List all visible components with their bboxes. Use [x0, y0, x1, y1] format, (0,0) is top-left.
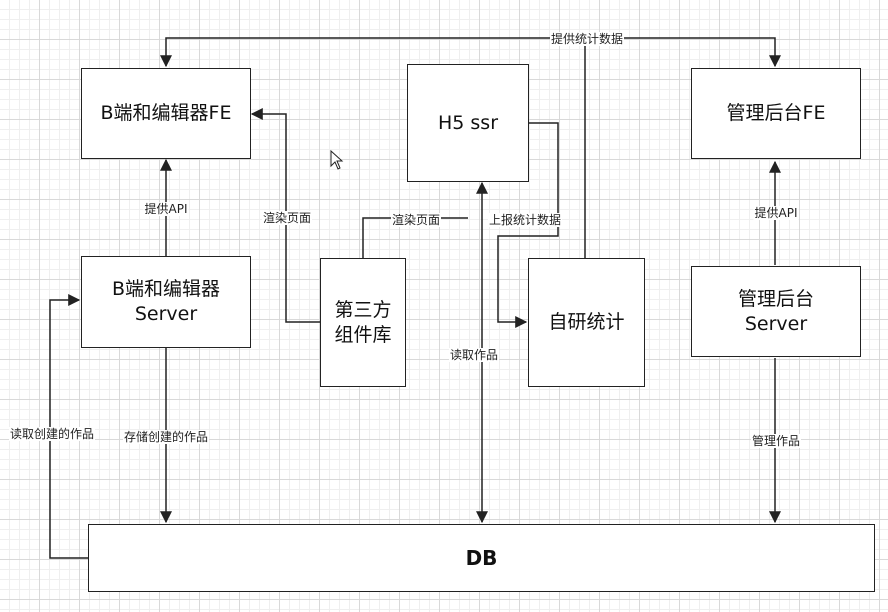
node-self-stats[interactable]: 自研统计 [528, 258, 645, 387]
label-read-created-works: 读取创建的作品 [8, 427, 96, 441]
label-render-page-left: 渲染页面 [261, 211, 313, 225]
mouse-pointer-icon [330, 150, 344, 170]
node-h5-ssr[interactable]: H5 ssr [407, 64, 529, 182]
edge-h5-report [497, 122, 559, 328]
node-db[interactable]: DB [88, 524, 875, 592]
label-provide-stats: 提供统计数据 [549, 32, 625, 46]
node-admin-fe[interactable]: 管理后台FE [691, 68, 861, 159]
label-store-created-works: 存储创建的作品 [122, 430, 210, 444]
label-read-works: 读取作品 [448, 348, 500, 362]
label-report-stats: 上报统计数据 [487, 213, 563, 227]
label-manage-works: 管理作品 [750, 434, 802, 448]
edge-stats-to-admin-fe [585, 37, 781, 68]
node-component-lib[interactable]: 第三方 组件库 [320, 258, 406, 387]
node-b-server[interactable]: B端和编辑器 Server [81, 256, 251, 348]
node-admin-server[interactable]: 管理后台 Server [691, 266, 861, 357]
label-provide-api-b: 提供API [143, 202, 189, 216]
label-render-page-mid: 渲染页面 [390, 213, 442, 227]
node-b-fe[interactable]: B端和编辑器FE [81, 68, 251, 159]
label-provide-api-admin: 提供API [753, 206, 799, 220]
edge-stats-to-fes [160, 37, 586, 258]
